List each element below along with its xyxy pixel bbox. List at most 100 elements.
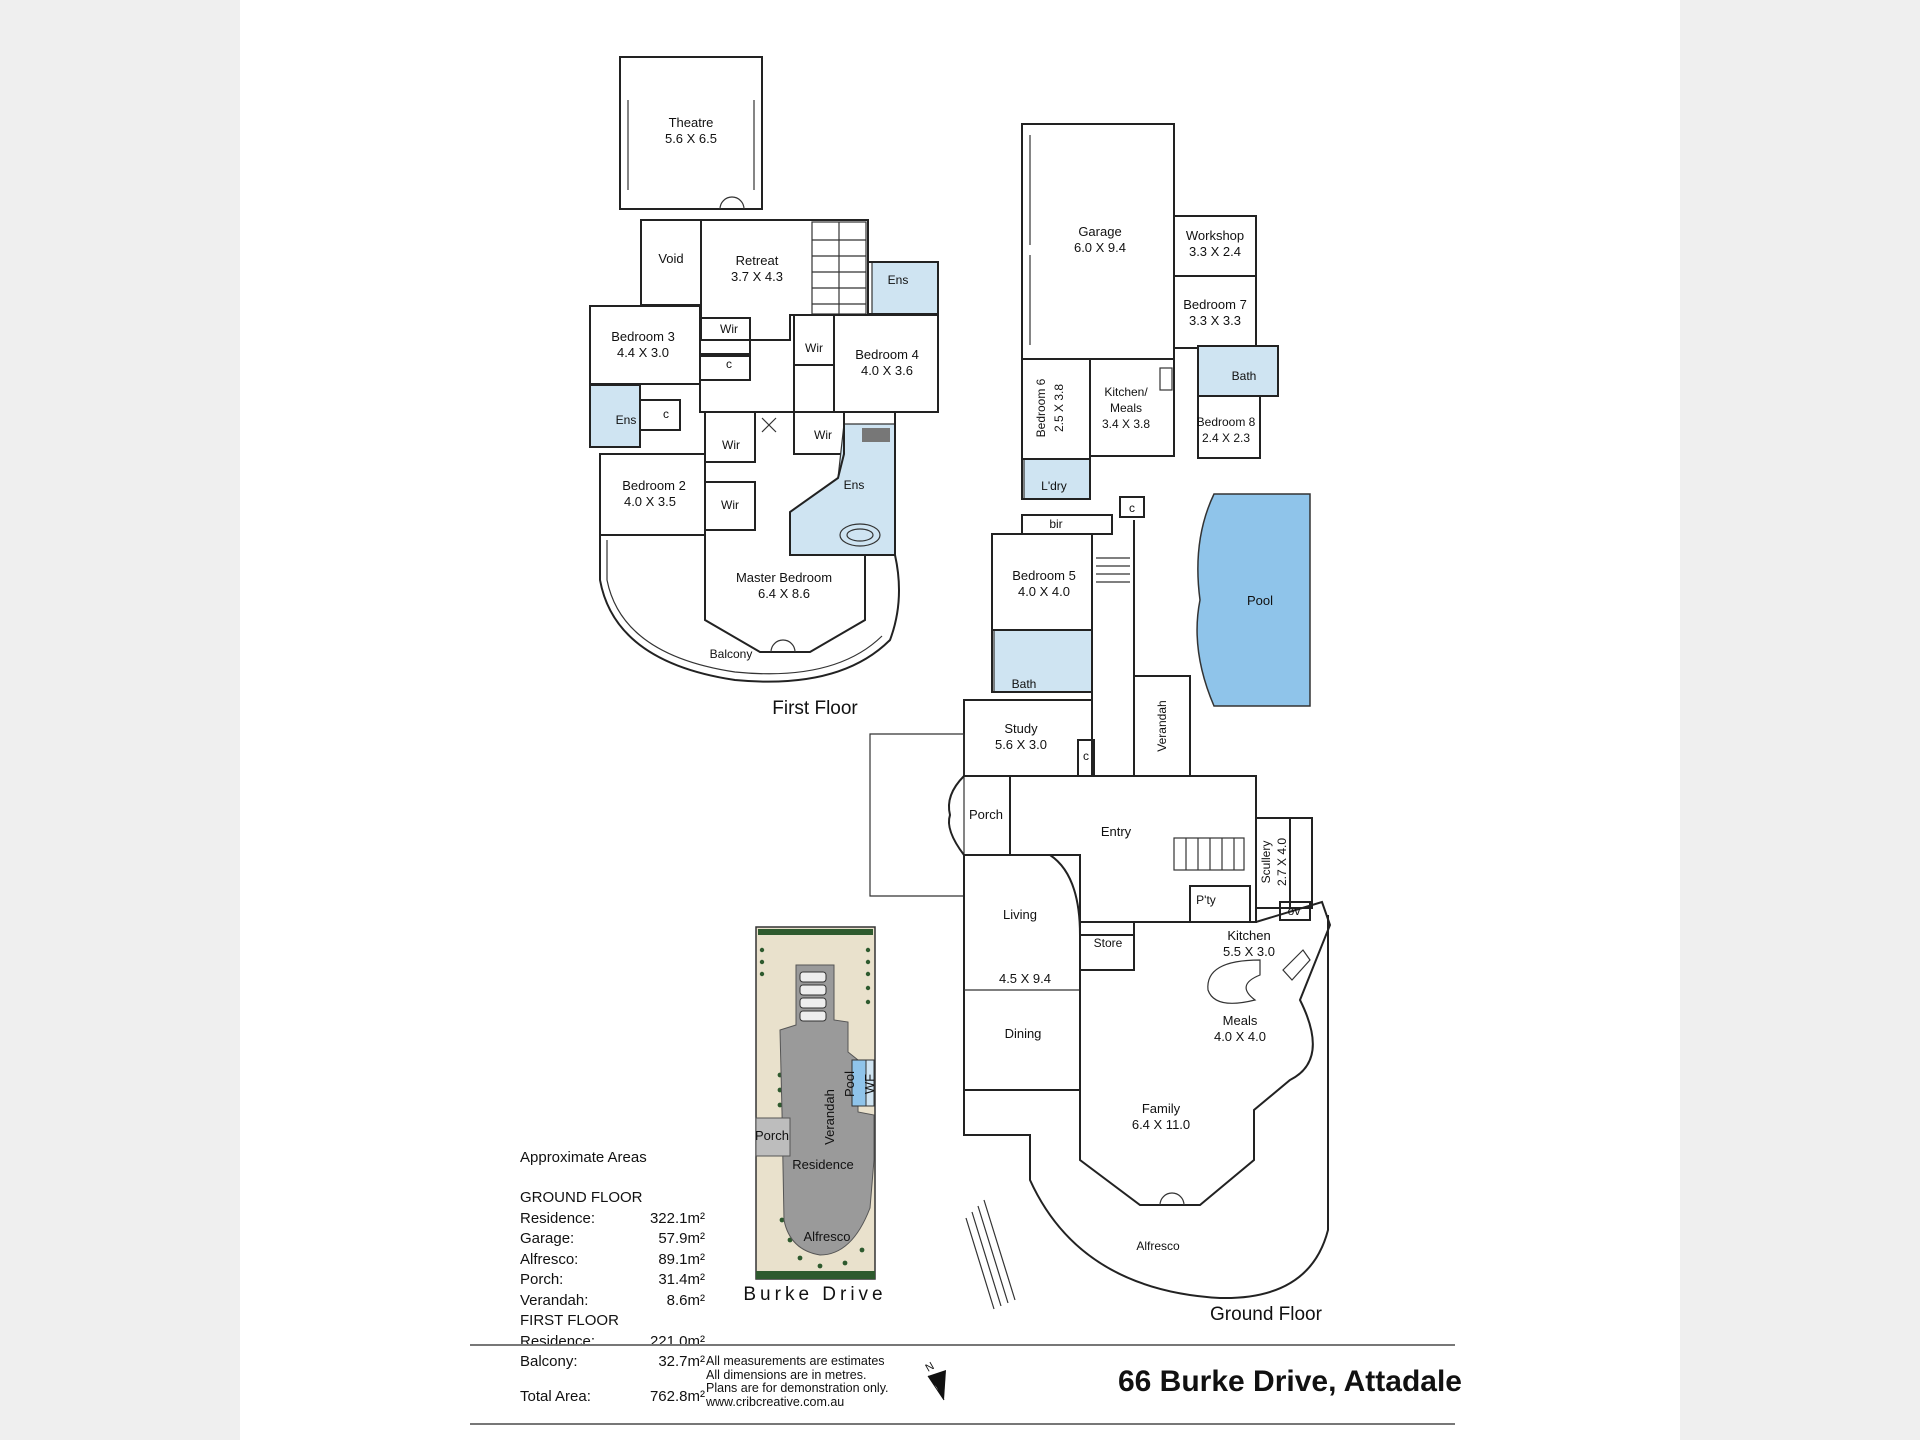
c-a-wall — [1119, 496, 1145, 518]
tree-icon — [759, 947, 871, 1269]
ground-floor-plan — [869, 123, 1332, 1310]
white-panel — [240, 0, 1680, 1440]
area-row: Garage:57.9m² — [520, 1230, 705, 1247]
family-label: Family — [1142, 1101, 1181, 1116]
bir-wall — [1021, 514, 1113, 535]
street-name: Burke Drive — [743, 1284, 886, 1305]
retreat-size: 3.7 X 4.3 — [731, 269, 783, 284]
area-row: Residence:221.0m² — [520, 1332, 705, 1350]
svg-text:N: N — [924, 1360, 937, 1374]
family-size: 6.4 X 11.0 — [1132, 1117, 1190, 1132]
site-plan — [755, 926, 876, 1280]
door-swing-icon — [1159, 1192, 1185, 1206]
scullery-size: 2.7 X 4.0 — [1275, 838, 1289, 886]
entry-label: Entry — [1101, 824, 1132, 839]
area-row: Alfresco:89.1m² — [520, 1250, 705, 1268]
ldry-label: L'dry — [1041, 479, 1067, 493]
wir-a-wall — [699, 317, 751, 357]
bedroom7-wall — [1173, 275, 1257, 349]
c-b-wall — [639, 399, 681, 431]
bedroom8-size: 2.4 X 2.3 — [1202, 431, 1250, 445]
wir-b-wall — [793, 314, 835, 366]
site-pool-label: Pool — [842, 1071, 857, 1097]
balcony-label: Balcony — [710, 647, 753, 661]
bedroom6-label: Bedroom 6 — [1034, 378, 1048, 437]
living-size: 4.5 X 9.4 — [999, 971, 1051, 986]
site-porch-label: Porch — [755, 1128, 789, 1143]
wir-d-label: Wir — [814, 428, 832, 442]
approximate-areas: Approximate Areas GROUND FLOOR Residence… — [520, 1148, 705, 1407]
kitchen-island — [1207, 959, 1261, 1004]
door-swing-icon — [770, 639, 796, 653]
master-size: 6.4 X 8.6 — [758, 586, 810, 601]
master-bedroom-wall — [704, 555, 866, 653]
car-icon — [799, 971, 827, 1022]
dining-label: Dining — [1005, 1026, 1042, 1041]
first-floor-label: First Floor — [772, 698, 858, 719]
ens-top-wet — [871, 261, 939, 315]
bedroom6-size: 2.5 X 3.8 — [1052, 384, 1066, 432]
areas-title: Approximate Areas — [520, 1149, 647, 1166]
master-label: Master Bedroom — [736, 570, 832, 585]
living-label: Living — [1003, 907, 1037, 922]
bedroom3-label: Bedroom 3 — [611, 329, 675, 344]
c-a-wall — [699, 353, 751, 381]
study-size: 5.6 X 3.0 — [995, 737, 1047, 752]
total-area-row: Total Area:762.8m² — [520, 1387, 705, 1405]
divider-bottom — [470, 1423, 1455, 1425]
wir-e-label: Wir — [721, 498, 739, 512]
steps-icon — [965, 1199, 1016, 1310]
site-wf-label: WF — [862, 1074, 877, 1094]
kitchen-family-wall — [1079, 900, 1332, 1206]
bedroom4-wall — [833, 314, 939, 413]
bath-top-label: Bath — [1232, 369, 1257, 383]
first-floor-plan — [589, 56, 939, 683]
pty-label: P'ty — [1196, 893, 1216, 907]
retreat-label: Retreat — [736, 253, 779, 268]
disclaimer: All measurements are estimates All dimen… — [706, 1354, 889, 1409]
theatre-size: 5.6 X 6.5 — [665, 131, 717, 146]
scullery-label: Scullery — [1259, 841, 1273, 884]
site-porch — [755, 1117, 791, 1157]
bath-tub-icon — [839, 523, 881, 547]
alfresco-label: Alfresco — [1136, 1239, 1180, 1253]
workshop-size: 3.3 X 2.4 — [1189, 244, 1241, 259]
area-row: Porch:31.4m² — [520, 1271, 705, 1288]
kitchen-size: 5.5 X 3.0 — [1223, 944, 1275, 959]
c-a-label: c — [726, 357, 732, 371]
kitchen-meals-wall — [1089, 358, 1175, 457]
ens-top-label: Ens — [888, 273, 909, 287]
wir-b-label: Wir — [805, 341, 823, 355]
wir-c-label: Wir — [722, 438, 740, 452]
ens-master-wet — [789, 423, 896, 556]
staircase-icon — [1096, 557, 1130, 583]
bir-label: bir — [1049, 517, 1062, 531]
kitchen-label: Kitchen — [1227, 928, 1270, 943]
staircase-icon — [811, 221, 867, 315]
site-residence-label: Residence — [792, 1157, 853, 1172]
area-row: Verandah:8.6m² — [520, 1291, 705, 1309]
bedroom7-size: 3.3 X 3.3 — [1189, 313, 1241, 328]
ground-floor-heading: GROUND FLOOR — [520, 1189, 643, 1206]
scullery-wall — [1255, 817, 1313, 909]
ov-label: ov — [1288, 904, 1301, 918]
c-b-label: c — [1083, 749, 1089, 763]
kitchen-meals-label: Kitchen/ — [1104, 385, 1148, 399]
first-floor-heading: FIRST FLOOR — [520, 1312, 619, 1329]
ens-left-wet — [589, 384, 641, 448]
kitchen-meals-size: 3.4 X 3.8 — [1102, 417, 1150, 431]
divider-top — [470, 1344, 1455, 1346]
bedroom7-label: Bedroom 7 — [1183, 297, 1247, 312]
theatre-wall — [619, 56, 763, 210]
bedroom5-size: 4.0 X 4.0 — [1018, 584, 1070, 599]
area-row: Balcony:32.7m² — [520, 1353, 705, 1370]
bedroom2-label: Bedroom 2 — [622, 478, 686, 493]
bedroom8-wall — [1197, 395, 1261, 459]
pool-label: Pool — [1247, 593, 1273, 608]
theatre-label: Theatre — [669, 115, 714, 130]
north-arrow-icon: N — [924, 1360, 946, 1401]
study-label: Study — [1004, 721, 1038, 736]
workshop-label: Workshop — [1186, 228, 1244, 243]
pool-shape — [1196, 493, 1311, 707]
